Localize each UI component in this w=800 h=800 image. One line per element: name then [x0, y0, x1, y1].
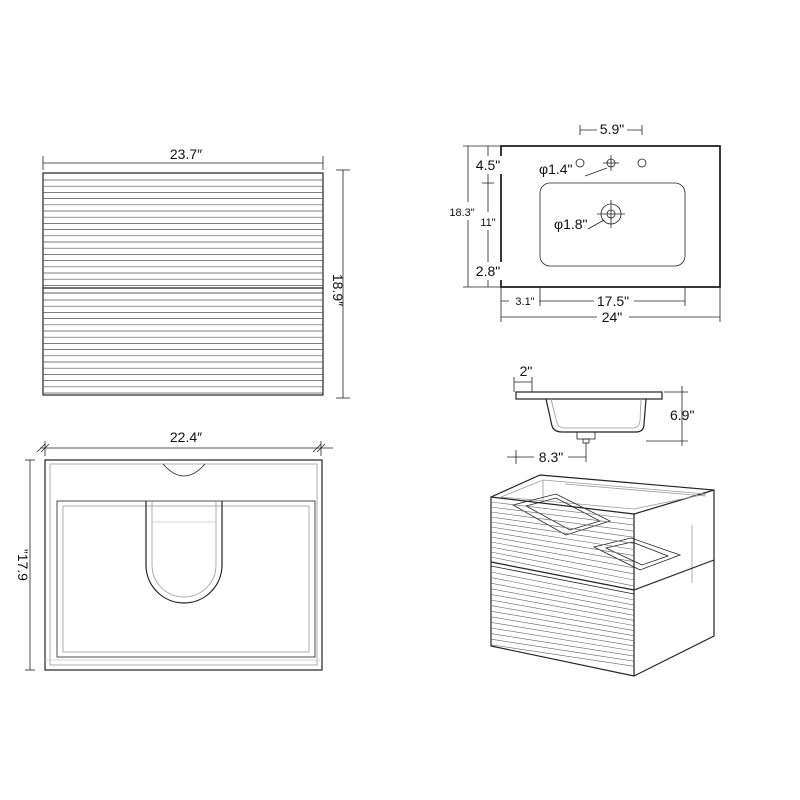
top-width-label: 22.4″: [170, 429, 202, 445]
top-front-notch: [162, 463, 206, 477]
section-basin-inner: [550, 398, 642, 429]
front-edge-label: 2.8": [476, 263, 500, 279]
top-width-tick-left: [36, 443, 46, 453]
iso-slat-line: [490, 536, 635, 562]
rim-label: 2": [520, 363, 533, 379]
iso-slat-line: [490, 521, 635, 544]
faucet-hole-label: φ1.4": [539, 161, 573, 177]
drain-offset-label: 8.3": [539, 449, 563, 465]
iso-drawer-divider: [490, 561, 635, 591]
sink-top-outline: [500, 145, 721, 288]
sink-section-view: 2" 6.9" 8.3": [507, 363, 694, 465]
iso-slat-line: [490, 546, 635, 575]
iso-inner-drawer-right-inner: [604, 541, 670, 566]
iso-top-right-edge: [633, 489, 715, 515]
top-drawer-frame: [56, 500, 316, 658]
section-countertop: [515, 391, 663, 400]
drain-hole-label: φ1.8": [554, 216, 588, 232]
drain-offset-label-bg: [534, 449, 568, 465]
iso-slat-line: [490, 622, 635, 647]
front-view: 23.7″ 18.9″: [42, 146, 350, 399]
iso-slat-line: [490, 541, 635, 569]
basin-height-label: 6.9": [670, 407, 694, 423]
iso-cabinet-outline: [490, 474, 715, 677]
iso-side-divider: [633, 559, 715, 591]
section-drain-pipe: [576, 431, 596, 440]
iso-drawer-divider-2: [490, 565, 635, 595]
drain-hole-leader: [587, 219, 605, 230]
faucet-hole-leader: [584, 167, 608, 177]
side-edge-label-bg: [509, 293, 539, 309]
front-bottom-drawer-slats: [43, 299, 323, 394]
front-cabinet-outline: [42, 172, 324, 396]
front-width-label: 23.7″: [170, 146, 202, 162]
iso-slat-line: [490, 571, 635, 601]
top-u-cutout: [145, 501, 223, 604]
overall-width-label-bg: [597, 308, 629, 326]
iso-slat-line: [490, 599, 635, 626]
top-cabinet-outline: [44, 459, 323, 671]
iso-inner-back-wall: [564, 483, 707, 497]
iso-slat-line: [490, 556, 635, 587]
faucet-hole-left: [575, 158, 585, 168]
iso-slat-line: [490, 577, 635, 606]
faucet-offset-label-bg: [473, 156, 503, 174]
top-view: 22.4″ ”17.9: [15, 429, 333, 671]
overall-depth-label: 18.3": [449, 207, 474, 219]
basin-depth-label-bg: [476, 212, 500, 230]
basin-depth-label: 11": [480, 217, 495, 229]
iso-top-drawer-slats: [490, 501, 635, 587]
top-depth-label: ”17.9: [15, 549, 31, 581]
iso-slat-line: [490, 511, 635, 532]
iso-bottom-drawer-slats: [490, 571, 635, 667]
iso-slat-line: [490, 516, 635, 538]
iso-slat-line: [490, 605, 635, 631]
front-top-drawer-slats: [43, 179, 323, 286]
faucet-offset-label: 4.5": [476, 157, 500, 173]
faucet-spacing-label-bg: [597, 120, 627, 136]
top-width-tick-right: [312, 443, 322, 453]
sink-basin-outline: [539, 182, 686, 267]
iso-slat-line: [490, 531, 635, 556]
iso-inner-drawer-right: [592, 537, 682, 571]
front-edge-label-bg: [473, 262, 503, 280]
faucet-spacing-label: 5.9": [600, 121, 624, 137]
iso-slat-line: [490, 526, 635, 550]
iso-slat-line: [490, 501, 635, 520]
top-u-cutout-inner: [151, 501, 217, 598]
iso-slat-line: [490, 616, 635, 642]
basin-width-label: 17.5": [597, 293, 629, 309]
iso-slat-line: [490, 638, 635, 662]
iso-slat-line: [490, 633, 635, 657]
overall-width-label: 24": [602, 309, 623, 325]
top-drawer-frame-inner: [62, 505, 310, 653]
side-edge-label: 3.1": [515, 296, 534, 308]
iso-slat-line: [490, 610, 635, 636]
cabinet-isometric-view: [490, 474, 715, 677]
faucet-hole-right: [637, 158, 647, 168]
iso-slat-line: [490, 551, 635, 581]
iso-slat-line: [490, 588, 635, 616]
overall-depth-label-bg: [446, 202, 478, 220]
section-basin-profile: [545, 398, 647, 433]
iso-slat-line: [490, 582, 635, 611]
iso-top-front-edge: [490, 496, 635, 515]
iso-slat-line: [490, 627, 635, 652]
iso-inner-rim: [500, 479, 707, 510]
iso-slat-line: [490, 644, 635, 667]
top-cabinet-inner-edge: [49, 463, 318, 666]
front-height-label: 18.9″: [330, 274, 346, 306]
iso-slat-line: [490, 506, 635, 526]
iso-slat-line: [490, 594, 635, 621]
sink-plan-view: 5.9" 18.3" 4.5" 11" 2.8" φ1.4" φ1.8" 3.1…: [446, 120, 721, 326]
section-drain-tail: [582, 438, 590, 444]
basin-width-label-bg: [594, 292, 634, 310]
